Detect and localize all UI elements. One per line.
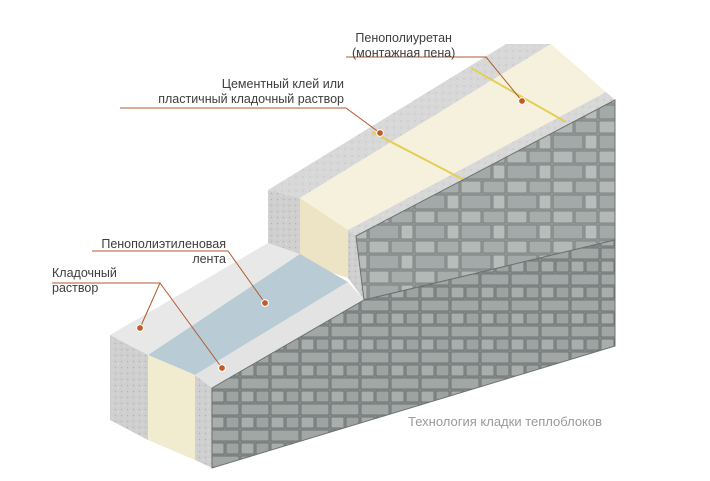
label-glue: Цементный клей или пластичный кладочный … (120, 77, 344, 107)
upper-top-front-strip (348, 92, 615, 236)
label-polyurethane: Пенополиуретан (монтажная пена) (352, 31, 455, 61)
label-mortar-line1: Кладочный (52, 266, 117, 280)
leader-polyurethane (346, 56, 523, 102)
lower-end-insulation (148, 355, 195, 460)
leader-glue (120, 107, 381, 134)
dot-mortar (136, 324, 144, 332)
lower-end-concrete (110, 335, 148, 440)
glue-joint-line (470, 67, 567, 123)
lower-top-mortar (110, 243, 300, 355)
lower-block (110, 239, 616, 469)
dot-mortar-front (218, 364, 226, 372)
lower-end-stone-side (195, 375, 212, 468)
dot-polyethylene (261, 299, 269, 307)
dot-polyurethane (518, 97, 526, 105)
label-polyurethane-line1: Пенополиуретан (355, 31, 452, 45)
label-mortar: Кладочный раствор (52, 266, 117, 296)
dot-glue (376, 129, 384, 137)
leader-mortar-branch (159, 282, 223, 369)
label-glue-line2: пластичный кладочный раствор (158, 92, 344, 106)
upper-top-insulation (300, 44, 606, 230)
leader-polyethylene (92, 250, 266, 304)
label-mortar-line2: раствор (52, 281, 99, 295)
upper-end-stone-side (348, 230, 364, 300)
label-polyurethane-line2: (монтажная пена) (352, 46, 456, 60)
glue-joint-line (371, 131, 469, 183)
label-polyethylene: Пенополиэтиленовая лента (60, 237, 226, 267)
leader-lines (52, 56, 523, 369)
lower-top-tape (148, 254, 348, 375)
upper-end-insulation (300, 198, 348, 278)
label-polyethylene-line1: Пенополиэтиленовая (101, 237, 226, 251)
upper-end-concrete (268, 190, 300, 262)
label-polyethylene-line2: лента (192, 252, 226, 266)
diagram-caption: Технология кладки теплоблоков (408, 414, 603, 429)
lower-stone-face (211, 239, 616, 469)
callout-dots (136, 97, 526, 372)
upper-top-concrete (268, 44, 551, 198)
lower-top-front-strip (195, 282, 364, 388)
label-glue-line1: Цементный клей или (221, 77, 344, 91)
